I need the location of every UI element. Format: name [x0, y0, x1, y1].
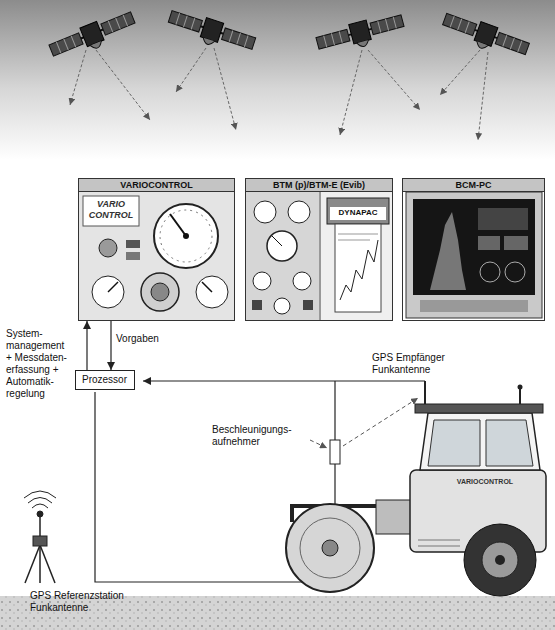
function-note: System- management + Messdaten- erfassun… [6, 328, 72, 400]
logo-text: VARIO CONTROL [84, 199, 138, 221]
edge-label: Vorgaben [116, 333, 178, 345]
satellite-signals [70, 48, 488, 140]
btm-panel-art [246, 191, 392, 320]
antenna-label: GPS Empfänger Funkantenne [372, 352, 472, 376]
display-panel: BCM-PC [402, 178, 545, 321]
roller-compactor [286, 381, 546, 596]
variocontrol-panel-art [79, 191, 234, 320]
sensor-label: Beschleunigungs- aufnehmer [212, 424, 312, 448]
machine-brand: VARIOCONTROL [440, 478, 530, 486]
gps-reference-station [24, 491, 56, 583]
bcm-pc-monitor-art [406, 192, 542, 318]
display-panel: BTM (p)/BTM-E (Evib) [245, 178, 393, 321]
satellites [47, 7, 530, 64]
box-text: Prozessor [82, 374, 128, 386]
signal-wires [95, 381, 425, 582]
signal-arrow [86, 321, 87, 370]
station-label: GPS Referenzstation Funkantenne [30, 590, 150, 614]
brand-text: DYNAPAC [332, 208, 384, 218]
panel-heading: VARIOCONTROL [79, 179, 234, 192]
leader-lines [310, 398, 418, 448]
panel-heading: BTM (p)/BTM-E (Evib) [246, 179, 392, 192]
accelerometer [330, 440, 340, 464]
signal-arrow [110, 321, 111, 370]
panel-heading: BCM-PC [403, 179, 544, 192]
sky-band [0, 0, 555, 160]
processor-box: Prozessor [75, 370, 135, 390]
